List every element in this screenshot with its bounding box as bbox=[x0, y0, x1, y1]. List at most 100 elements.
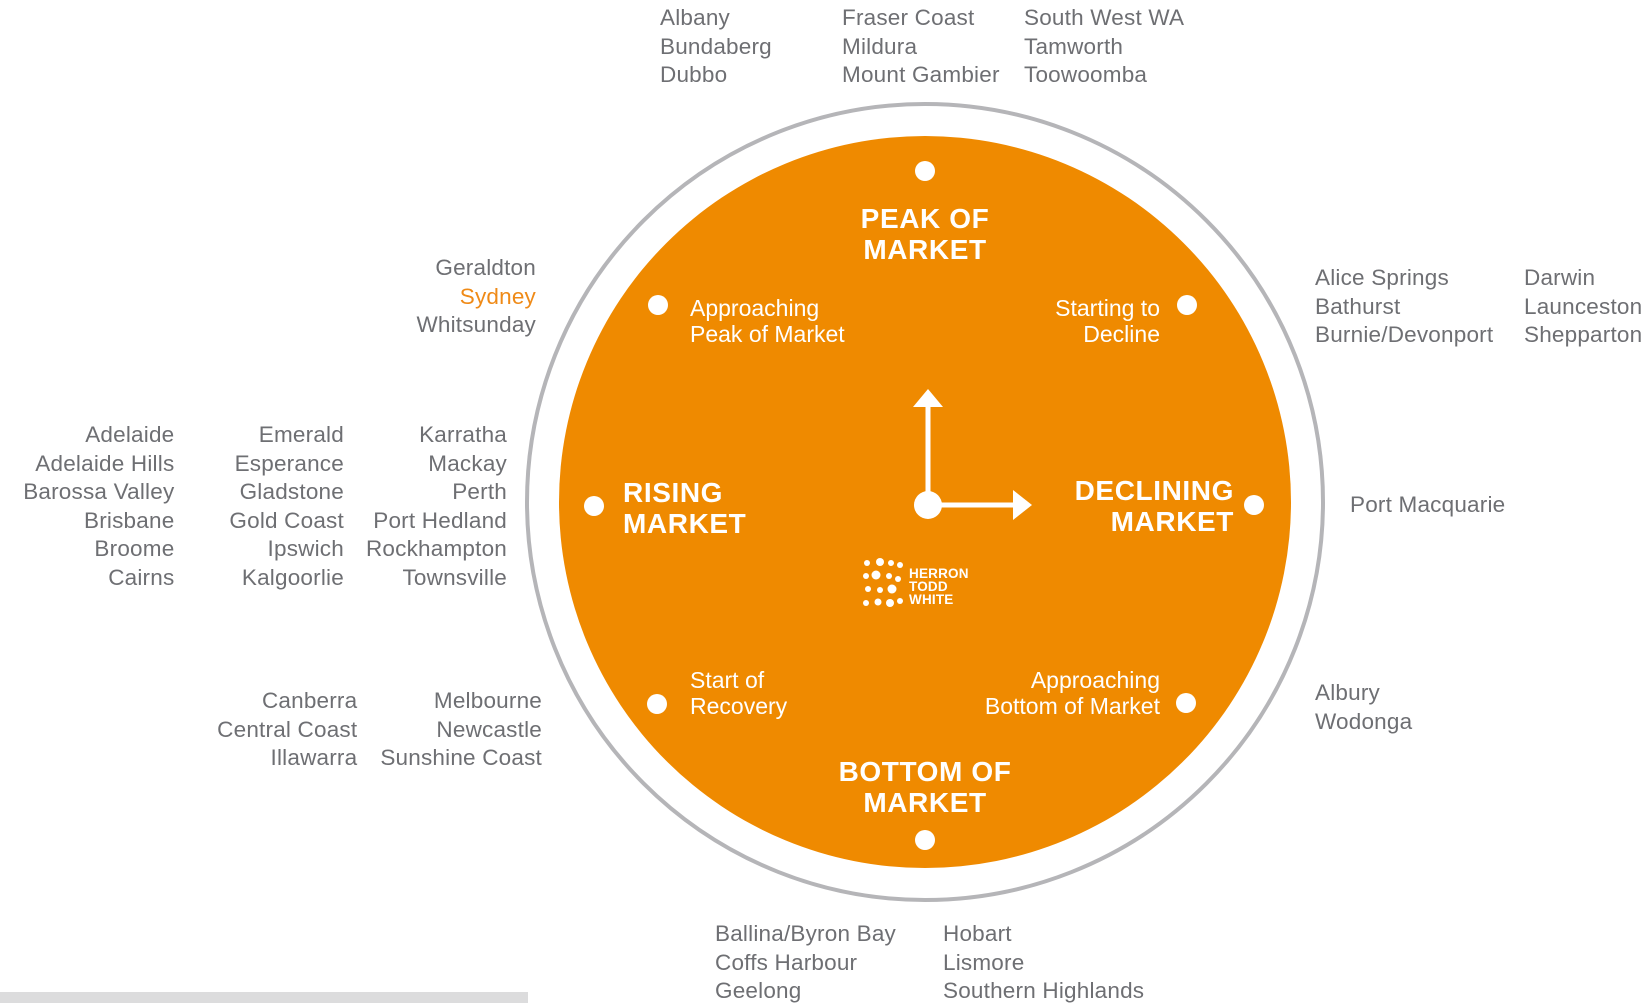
rising-label-line-2: MARKET bbox=[623, 508, 747, 539]
peak-of-market-label: PEAK OF MARKET bbox=[855, 203, 995, 265]
outer-ring bbox=[525, 102, 1325, 902]
logo-line-1: HERRON bbox=[909, 566, 969, 581]
region-item: Launceston bbox=[1524, 293, 1643, 319]
region-item: Cairns bbox=[108, 564, 175, 590]
bottom-regions-col-1: Ballina/Byron Bay Coffs Harbour Geelong bbox=[715, 920, 943, 1006]
region-item: Tamworth bbox=[1024, 33, 1124, 59]
region-item: Melbourne bbox=[433, 688, 542, 713]
region-item: Port Macquarie bbox=[1350, 492, 1506, 517]
region-item: Central Coast bbox=[217, 716, 358, 742]
approaching-bottom-dot bbox=[1176, 693, 1196, 713]
region-item: Wodonga bbox=[1315, 708, 1413, 734]
starting-decline-dot bbox=[1177, 295, 1197, 315]
region-item: Newcastle bbox=[436, 716, 542, 742]
starting-decline-line-2: Decline bbox=[1083, 321, 1160, 347]
starting-decline-regions-col-2: Darwin Launceston Shepparton bbox=[1524, 264, 1642, 350]
rising-label-line-1: RISING bbox=[623, 477, 724, 508]
region-item: Perth bbox=[452, 479, 507, 504]
rising-regions: Adelaide Adelaide Hills Barossa Valley B… bbox=[23, 421, 507, 592]
region-item: Fraser Coast bbox=[842, 5, 975, 30]
region-item: Emerald bbox=[258, 422, 344, 447]
starting-decline-regions: Alice Springs Bathurst Burnie/Devonport … bbox=[1315, 264, 1642, 350]
region-item: Esperance bbox=[234, 450, 344, 476]
bottom-regions: Ballina/Byron Bay Coffs Harbour Geelong … bbox=[715, 920, 1144, 1006]
rising-regions-col-1: Adelaide Adelaide Hills Barossa Valley B… bbox=[23, 421, 174, 592]
starting-decline-label: Starting to Decline bbox=[1010, 295, 1160, 347]
region-item: Shepparton bbox=[1524, 322, 1643, 347]
declining-dot bbox=[1244, 495, 1264, 515]
logo-line-3: WHITE bbox=[909, 592, 954, 607]
region-item: Gold Coast bbox=[229, 507, 344, 533]
region-item: Mount Gambier bbox=[842, 62, 1000, 87]
clock-center bbox=[914, 491, 942, 519]
approaching-peak-line-1: Approaching bbox=[690, 295, 820, 321]
footer-bar bbox=[0, 992, 528, 1003]
clock-hands bbox=[913, 389, 1032, 520]
starting-decline-regions-col-1: Alice Springs Bathurst Burnie/Devonport bbox=[1315, 264, 1524, 350]
region-item: Sunshine Coast bbox=[380, 745, 542, 770]
start-recovery-dot bbox=[647, 694, 667, 714]
peak-label-line-1: PEAK OF bbox=[860, 203, 990, 234]
region-item: Port Hedland bbox=[373, 507, 507, 533]
approaching-peak-regions: Geraldton Sydney Whitsunday bbox=[416, 254, 536, 340]
rising-regions-col-3: Karratha Mackay Perth Port Hedland Rockh… bbox=[366, 421, 507, 592]
region-item: Adelaide bbox=[85, 422, 175, 447]
region-item: Burnie/Devonport bbox=[1315, 322, 1494, 347]
start-recovery-line-2: Recovery bbox=[690, 693, 788, 719]
bottom-label-line-1: BOTTOM OF bbox=[838, 756, 1012, 787]
htw-dot-logo-icon bbox=[863, 558, 903, 607]
declining-label-line-1: DECLINING bbox=[1074, 475, 1234, 506]
region-item: Barossa Valley bbox=[23, 479, 175, 504]
peak-regions: Albany Bundaberg Dubbo Fraser Coast Mild… bbox=[660, 4, 1184, 90]
peak-label-line-2: MARKET bbox=[863, 234, 987, 265]
region-item-highlighted: Sydney bbox=[459, 283, 536, 309]
approaching-peak-dot bbox=[648, 295, 668, 315]
start-recovery-label: Start of Recovery bbox=[690, 667, 787, 719]
starting-decline-line-1: Starting to bbox=[1055, 295, 1160, 321]
region-item: Broome bbox=[94, 536, 175, 561]
approaching-peak-label: Approaching Peak of Market bbox=[690, 295, 845, 347]
region-item: Lismore bbox=[943, 949, 1025, 975]
bottom-label-line-2: MARKET bbox=[863, 787, 987, 818]
region-item: Brisbane bbox=[84, 507, 175, 533]
region-item: Albany bbox=[660, 5, 730, 30]
region-item: Whitsunday bbox=[416, 312, 536, 337]
peak-dot bbox=[915, 161, 935, 181]
region-item: Darwin bbox=[1524, 265, 1596, 290]
region-item: Karratha bbox=[419, 422, 507, 447]
region-item: Mildura bbox=[842, 33, 918, 59]
region-item: Hobart bbox=[943, 921, 1012, 946]
region-item: Albury bbox=[1315, 680, 1380, 705]
region-item: Illawarra bbox=[270, 745, 358, 770]
bottom-of-market-label: BOTTOM OF MARKET bbox=[830, 756, 1020, 818]
region-item: Geelong bbox=[715, 978, 802, 1003]
region-item: Geraldton bbox=[435, 255, 536, 280]
region-item: South West WA bbox=[1024, 5, 1185, 30]
peak-regions-col-3: South West WA Tamworth Toowoomba bbox=[1024, 4, 1184, 90]
declining-market-label: DECLINING MARKET bbox=[1040, 475, 1234, 537]
region-item: Adelaide Hills bbox=[35, 450, 175, 476]
approaching-bottom-line-1: Approaching bbox=[1030, 667, 1160, 693]
region-item: Mackay bbox=[428, 450, 507, 476]
start-recovery-line-1: Start of bbox=[690, 667, 765, 693]
rising-regions-col-2: Emerald Esperance Gladstone Gold Coast I… bbox=[229, 421, 344, 592]
region-item: Dubbo bbox=[660, 62, 728, 87]
approaching-bottom-label: Approaching Bottom of Market bbox=[940, 667, 1160, 719]
approaching-bottom-regions: Albury Wodonga bbox=[1315, 679, 1412, 736]
region-item: Southern Highlands bbox=[943, 978, 1145, 1003]
region-item: Gladstone bbox=[239, 479, 344, 504]
region-item: Bathurst bbox=[1315, 293, 1401, 319]
region-item: Bundaberg bbox=[660, 33, 772, 59]
bottom-dot bbox=[915, 830, 935, 850]
hour-hand-arrow bbox=[913, 389, 943, 407]
peak-regions-col-2: Fraser Coast Mildura Mount Gambier bbox=[842, 4, 1024, 90]
approaching-peak-regions-col-1: Geraldton Sydney Whitsunday bbox=[416, 254, 536, 340]
peak-regions-col-1: Albany Bundaberg Dubbo bbox=[660, 4, 842, 90]
approaching-bottom-line-2: Bottom of Market bbox=[984, 693, 1160, 719]
approaching-bottom-regions-col-1: Albury Wodonga bbox=[1315, 679, 1412, 736]
region-item: Rockhampton bbox=[365, 536, 507, 561]
start-recovery-regions-col-1: Canberra Central Coast Illawarra bbox=[217, 687, 357, 773]
start-recovery-regions-col-2: Melbourne Newcastle Sunshine Coast bbox=[380, 687, 542, 773]
